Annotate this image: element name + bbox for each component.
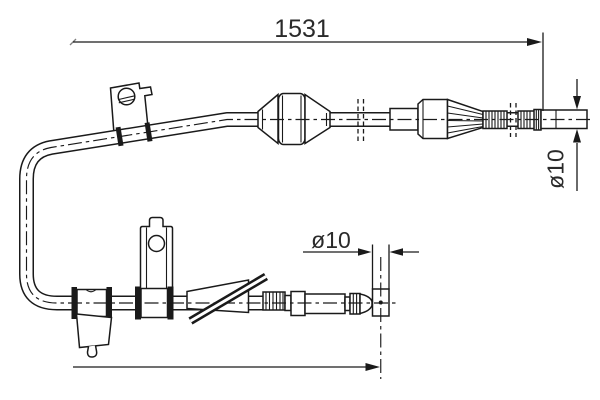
dimension-right-end-diameter: ø10 [543, 79, 581, 191]
arrowhead-right-icon [527, 38, 542, 46]
flap-nub [86, 345, 98, 358]
lower-bracket-hole [147, 234, 166, 253]
arrowhead-up-icon [573, 129, 581, 143]
hanging-flap [75, 313, 113, 349]
right-end-diameter-label: ø10 [543, 149, 569, 189]
centerlines [25, 118, 590, 379]
dimension-overall-length: 1531 [69, 15, 544, 111]
lower-threaded-adjuster [262, 290, 346, 317]
arrowhead-down-icon [573, 96, 581, 110]
diagonal-spring-rods [188, 273, 269, 325]
arrowhead-right-icon [365, 363, 380, 371]
bracket-hole [117, 87, 136, 106]
lower-boot-cone [186, 279, 250, 314]
overall-length-label: 1531 [274, 15, 330, 43]
dimension-bottom-length [73, 363, 380, 371]
lower-end-diameter-label: ø10 [311, 227, 351, 253]
arrowhead-left-icon [389, 248, 403, 256]
arrowhead-right-icon [358, 248, 372, 256]
upper-barrel-grommet [257, 92, 331, 146]
dimension-lower-end-diameter: ø10 [303, 227, 419, 290]
lower-bracket-strap [139, 216, 174, 290]
